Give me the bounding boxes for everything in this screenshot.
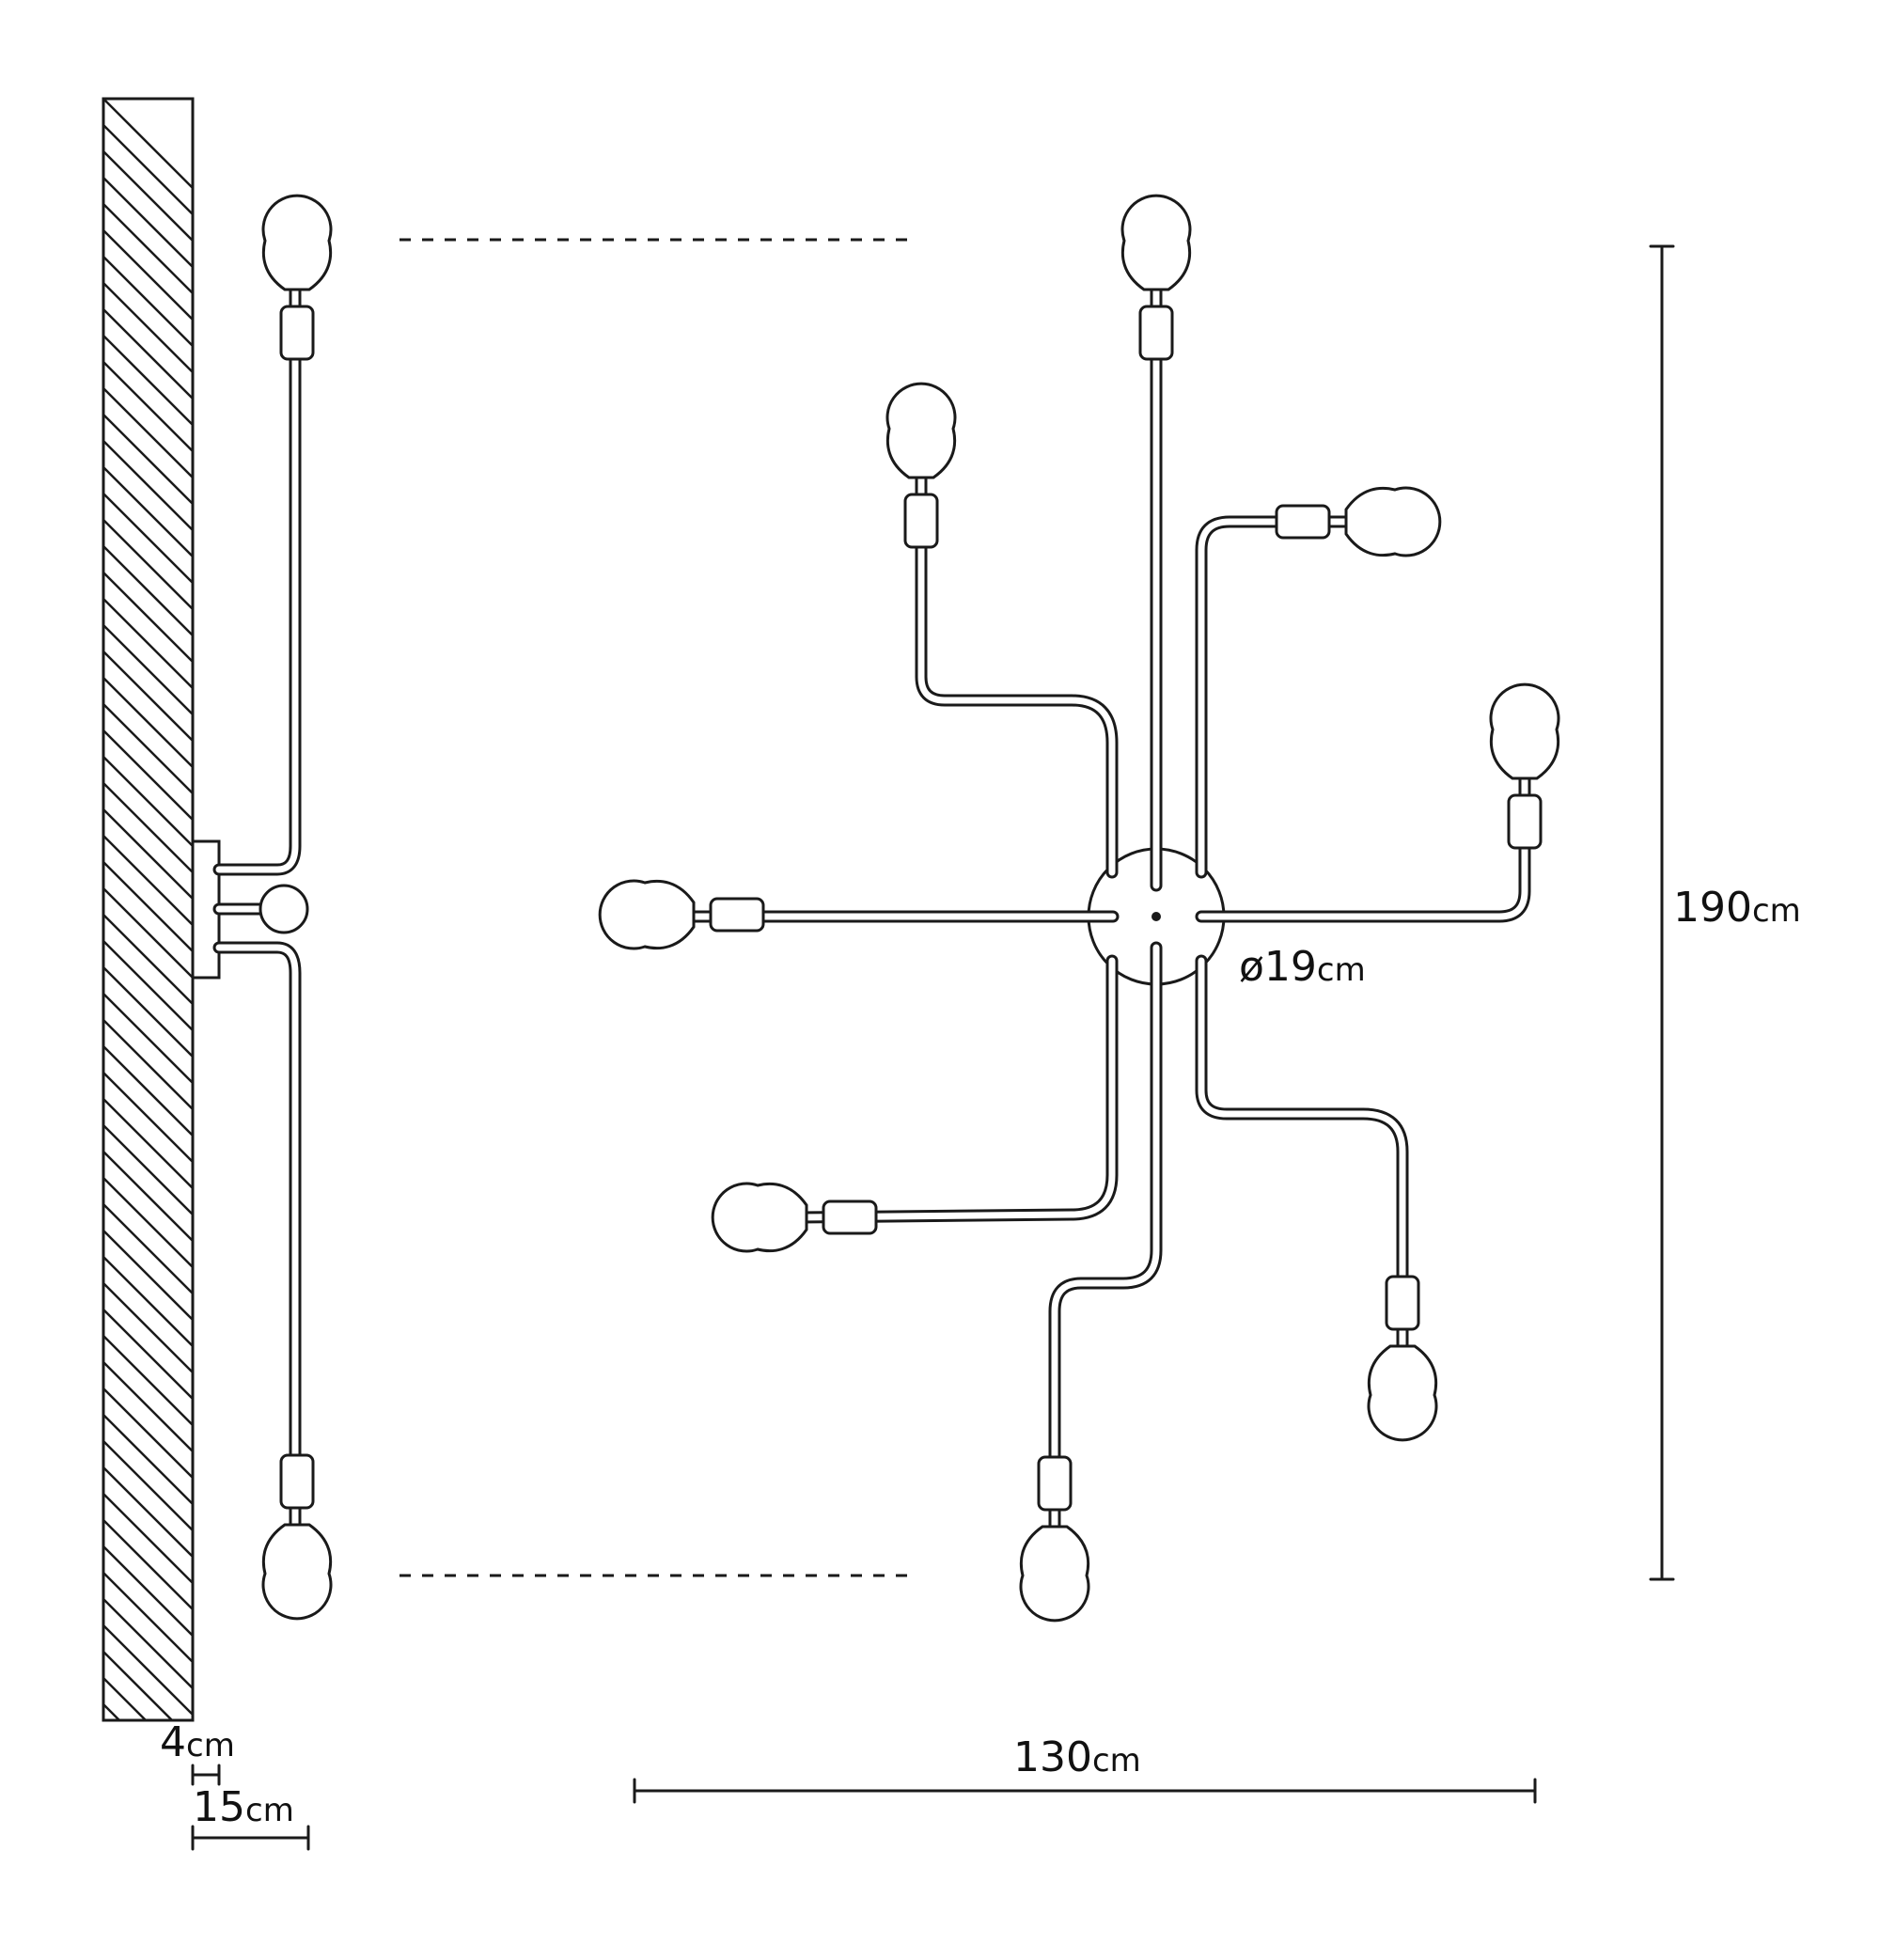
bulb-top [1120, 194, 1192, 361]
bulb-lower-left [711, 1182, 878, 1253]
arm-upper-right [1195, 515, 1360, 879]
arm-bottom [1048, 941, 1163, 1541]
side-bulb-top [261, 194, 333, 361]
side-bulb-bottom [261, 1453, 333, 1621]
bulb-bottom [1019, 1455, 1090, 1623]
projection-label: 15cm [193, 1783, 294, 1831]
width-label: 130cm [1013, 1733, 1141, 1781]
width-dimension: 130cm [633, 1733, 1537, 1804]
side-bulb-front [258, 884, 309, 934]
wall [102, 97, 195, 1722]
bulb-right [1489, 682, 1560, 850]
canopy-diameter-label: ø19cm [1239, 943, 1366, 991]
bulb-lower-right [1367, 1275, 1438, 1442]
front-view [598, 194, 1560, 1623]
bulb-upper-right [1275, 486, 1442, 557]
side-view [102, 97, 333, 1722]
height-label: 190cm [1673, 884, 1801, 932]
arm-right [1195, 764, 1531, 923]
bulb-left [598, 879, 765, 950]
depth-label: 4cm [160, 1718, 235, 1766]
projection-dimension: 15cm [191, 1783, 310, 1851]
arm-upper-left [915, 463, 1119, 879]
bulb-upper-left [885, 382, 957, 549]
arm-lower-right [1195, 954, 1409, 1360]
height-dimension: 190cm [1649, 244, 1801, 1581]
depth-dimension: 4cm [160, 1718, 235, 1786]
canopy-screw [1152, 912, 1161, 921]
arm-lower-left [792, 954, 1119, 1224]
